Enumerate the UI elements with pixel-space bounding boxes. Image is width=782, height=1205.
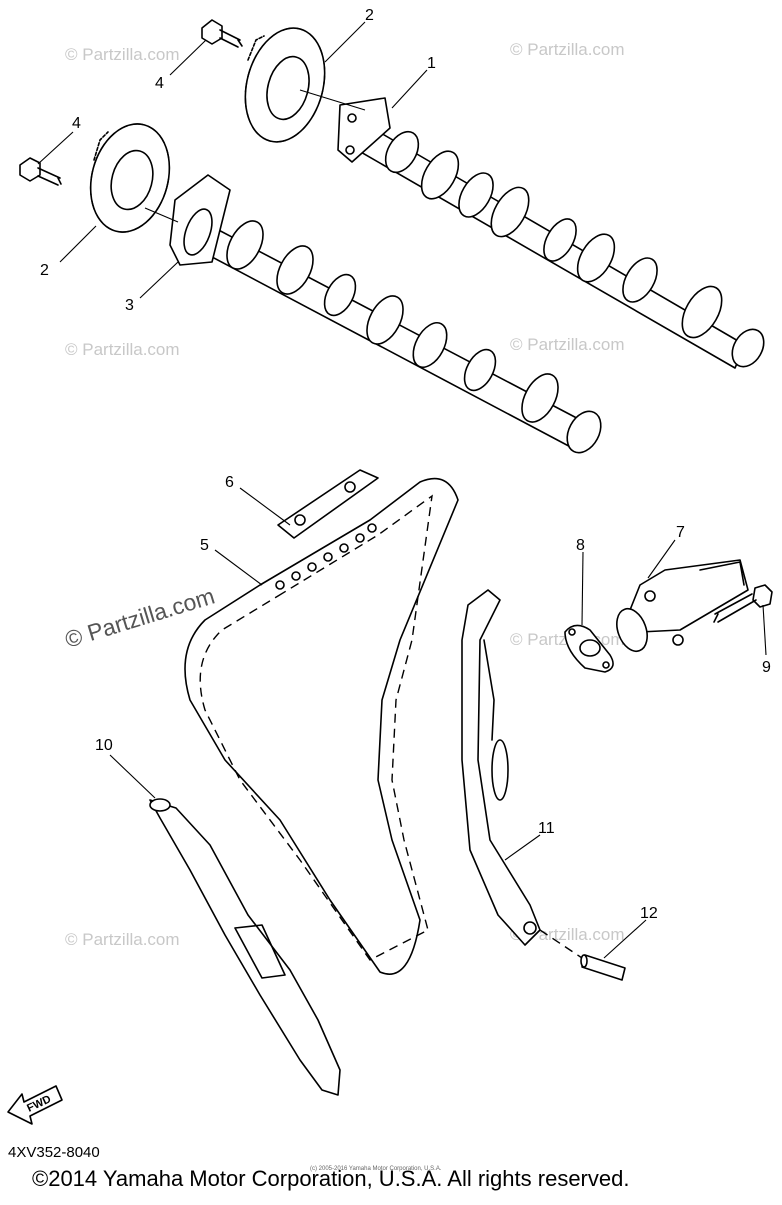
callout-12: 12 (640, 905, 658, 922)
callout-11: 11 (538, 820, 555, 837)
timing-chain (184, 477, 459, 975)
sprocket-lower (89, 123, 171, 233)
watermark: © Partzilla.com (510, 335, 625, 354)
callout-9: 9 (762, 659, 771, 676)
callout-2: 2 (40, 262, 49, 279)
callout-1: 1 (427, 55, 436, 72)
watermark-large: © Partzilla.com (62, 583, 218, 653)
callout-8: 8 (576, 537, 585, 554)
watermark: © Partzilla.com (65, 45, 180, 64)
copyright-notice: ©2014 Yamaha Motor Corporation, U.S.A. A… (32, 1166, 630, 1191)
tiny-notice: (c) 2005-2016 Yamaha Motor Corporation, … (310, 1166, 442, 1172)
watermark: © Partzilla.com (65, 340, 180, 359)
callout-6: 6 (225, 474, 234, 491)
callout-3: 3 (125, 297, 134, 314)
chain-tensioner (616, 559, 749, 653)
chain-guide-upper (277, 469, 379, 539)
chain-guide-rear (149, 798, 341, 1096)
watermark: © Partzilla.com (65, 930, 180, 949)
sprocket-upper (244, 27, 326, 143)
bolt-lower (19, 157, 62, 186)
callout-5: 5 (200, 537, 209, 554)
callout-4: 4 (155, 75, 164, 92)
tensioner-guide (461, 589, 541, 946)
callout-7: 7 (676, 524, 685, 541)
guide-pin (539, 929, 626, 981)
forward-arrow-icon: FWD (7, 1085, 63, 1125)
callout-4: 4 (72, 115, 81, 132)
callout-2: 2 (365, 7, 374, 24)
callout-10: 10 (95, 737, 113, 754)
tensioner-bolt (713, 584, 773, 623)
camshaft-exhaust (337, 97, 765, 369)
gasket (564, 624, 614, 673)
bolt-upper (201, 19, 243, 48)
watermark: © Partzilla.com (510, 40, 625, 59)
camshaft-intake (169, 174, 602, 454)
diagram-code: 4XV352-8040 (8, 1144, 100, 1161)
